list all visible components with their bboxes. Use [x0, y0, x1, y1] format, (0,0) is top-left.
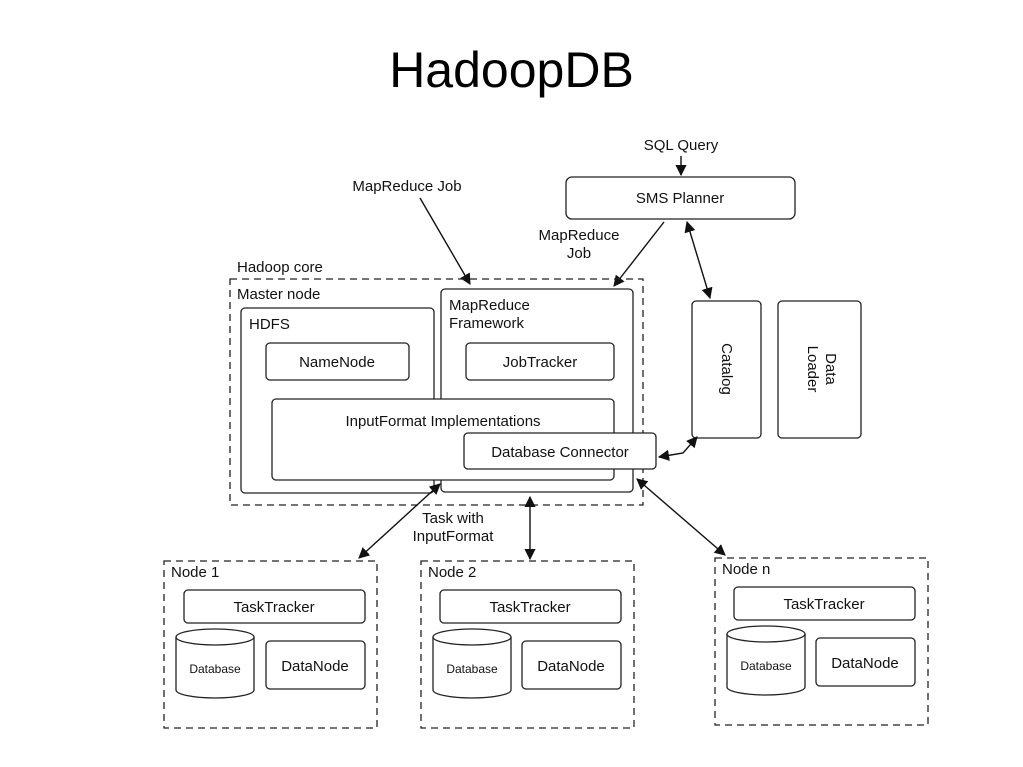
database-connector-box — [463, 432, 657, 470]
catalog-box — [691, 300, 762, 439]
tasktracker-label: TaskTracker — [233, 599, 314, 616]
hdfs-label: HDFS — [249, 316, 290, 333]
connector-catalog-arrow — [657, 436, 698, 461]
tasktracker-box — [439, 589, 622, 624]
sms-planner-box — [565, 176, 796, 220]
planner-to-framework-arrow — [613, 221, 665, 287]
mapreduce-job-label: MapReduce Job — [352, 178, 461, 195]
database-cylinder-top — [432, 628, 512, 646]
tasktracker-label: TaskTracker — [489, 599, 570, 616]
sql-query-label: SQL Query — [644, 137, 719, 154]
slide-title: HadoopDB — [389, 42, 634, 98]
database-cylinder-body — [726, 634, 806, 696]
tasktracker-label: TaskTracker — [783, 596, 864, 613]
task-with-label-1: Task with — [422, 510, 484, 527]
node-label: Node 1 — [171, 564, 219, 581]
database-connector-label: Database Connector — [491, 444, 629, 461]
datanode-label: DataNode — [537, 658, 605, 675]
node-label: Node n — [722, 561, 770, 578]
task-with-label-2: InputFormat — [413, 528, 495, 545]
worker-node-2: Node 2 TaskTracker Database DataNode — [420, 560, 635, 729]
master-noden-arrow — [636, 478, 726, 556]
inputformat-implementations-label: InputFormat Implementations — [345, 413, 540, 430]
sms-planner-label: SMS Planner — [636, 190, 724, 207]
database-label: Database — [446, 662, 498, 676]
node-region — [420, 560, 635, 729]
data-loader-label-1: Data — [822, 353, 839, 385]
planner-mapreduce-label-2: Job — [567, 245, 591, 262]
hadoop-core-label: Hadoop core — [237, 259, 323, 276]
worker-node-n: Node n TaskTracker Database DataNode — [714, 557, 929, 726]
namenode-label: NameNode — [299, 354, 375, 371]
mapreduce-job-arrow — [419, 197, 471, 285]
planner-mapreduce-label-1: MapReduce — [539, 227, 620, 244]
database-cylinder-body — [175, 637, 255, 699]
node-label: Node 2 — [428, 564, 476, 581]
database-cylinder-top — [175, 628, 255, 646]
data-loader-label-2: Loader — [804, 346, 821, 393]
tasktracker-box — [183, 589, 366, 624]
namenode-box — [265, 342, 410, 381]
datanode-box — [265, 640, 366, 690]
planner-catalog-arrow — [684, 220, 713, 300]
catalog-label: Catalog — [718, 343, 735, 395]
database-cylinder-body — [432, 637, 512, 699]
jobtracker-label: JobTracker — [503, 354, 577, 371]
tasktracker-box — [733, 586, 916, 621]
master-node1-arrow — [358, 483, 441, 559]
master-node-label: Master node — [237, 286, 320, 303]
datanode-box — [521, 640, 622, 690]
database-cylinder-top — [726, 625, 806, 643]
data-loader-box — [777, 300, 862, 439]
mapreduce-framework-label-2: Framework — [449, 315, 525, 332]
worker-node-1: Node 1 TaskTracker Database DataNode — [163, 560, 378, 729]
database-label: Database — [740, 659, 792, 673]
jobtracker-box — [465, 342, 615, 381]
datanode-label: DataNode — [281, 658, 349, 675]
database-label: Database — [189, 662, 241, 676]
mapreduce-framework-label-1: MapReduce — [449, 297, 530, 314]
node-region — [714, 557, 929, 726]
datanode-box — [815, 637, 916, 687]
node-region — [163, 560, 378, 729]
datanode-label: DataNode — [831, 655, 899, 672]
